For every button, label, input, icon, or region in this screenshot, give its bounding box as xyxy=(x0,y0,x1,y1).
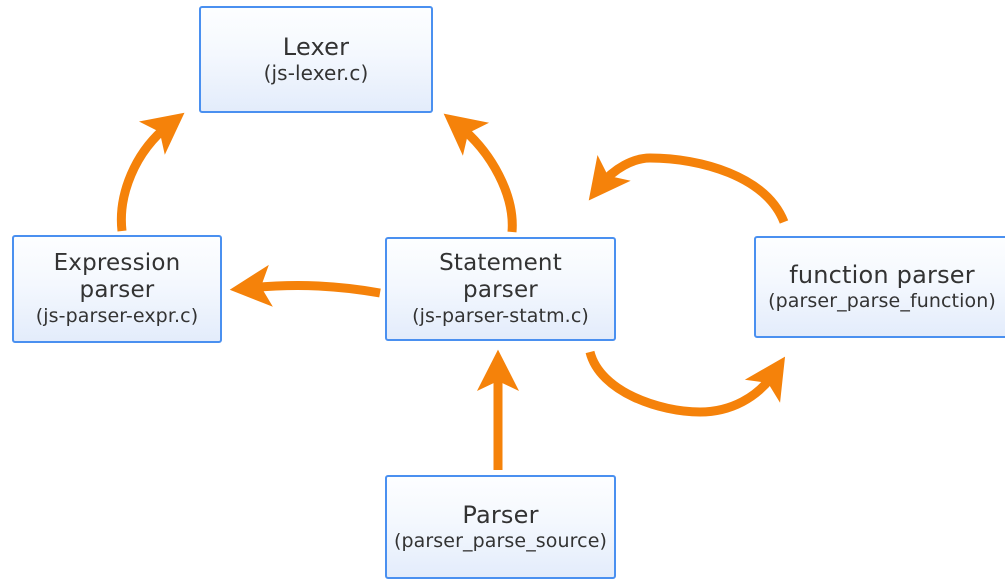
node-expression-parser-title-line1: Expression xyxy=(53,250,181,277)
node-expression-parser-title-line2: parser xyxy=(79,277,155,304)
node-parser[interactable]: Parser (parser_parse_source) xyxy=(385,475,616,579)
arrow-statement-to-function xyxy=(585,350,786,417)
node-lexer[interactable]: Lexer (js-lexer.c) xyxy=(199,6,433,113)
node-expression-parser-subtitle: (js-parser-expr.c) xyxy=(35,305,199,328)
node-statement-parser-title-line1: Statement xyxy=(439,250,562,277)
node-statement-parser-title-line2: parser xyxy=(463,277,538,304)
node-lexer-subtitle: (js-lexer.c) xyxy=(263,61,369,86)
arrow-function-to-statement xyxy=(588,153,789,224)
node-function-parser[interactable]: function parser (parser_parse_function) xyxy=(754,236,1005,338)
node-statement-parser[interactable]: Statement parser (js-parser-statm.c) xyxy=(385,237,616,341)
node-lexer-title: Lexer xyxy=(282,33,350,62)
node-statement-parser-subtitle: (js-parser-statm.c) xyxy=(412,305,589,328)
node-parser-subtitle: (parser_parse_source) xyxy=(393,530,608,553)
arrow-statement-to-expression xyxy=(229,264,381,307)
node-expression-parser[interactable]: Expression parser (js-parser-expr.c) xyxy=(12,235,222,343)
node-function-parser-title: function parser xyxy=(789,261,975,290)
node-parser-title: Parser xyxy=(462,501,539,530)
arrow-expression-to-lexer xyxy=(116,112,185,232)
arrow-statement-to-lexer xyxy=(443,113,517,233)
node-function-parser-subtitle: (parser_parse_function) xyxy=(768,290,996,313)
